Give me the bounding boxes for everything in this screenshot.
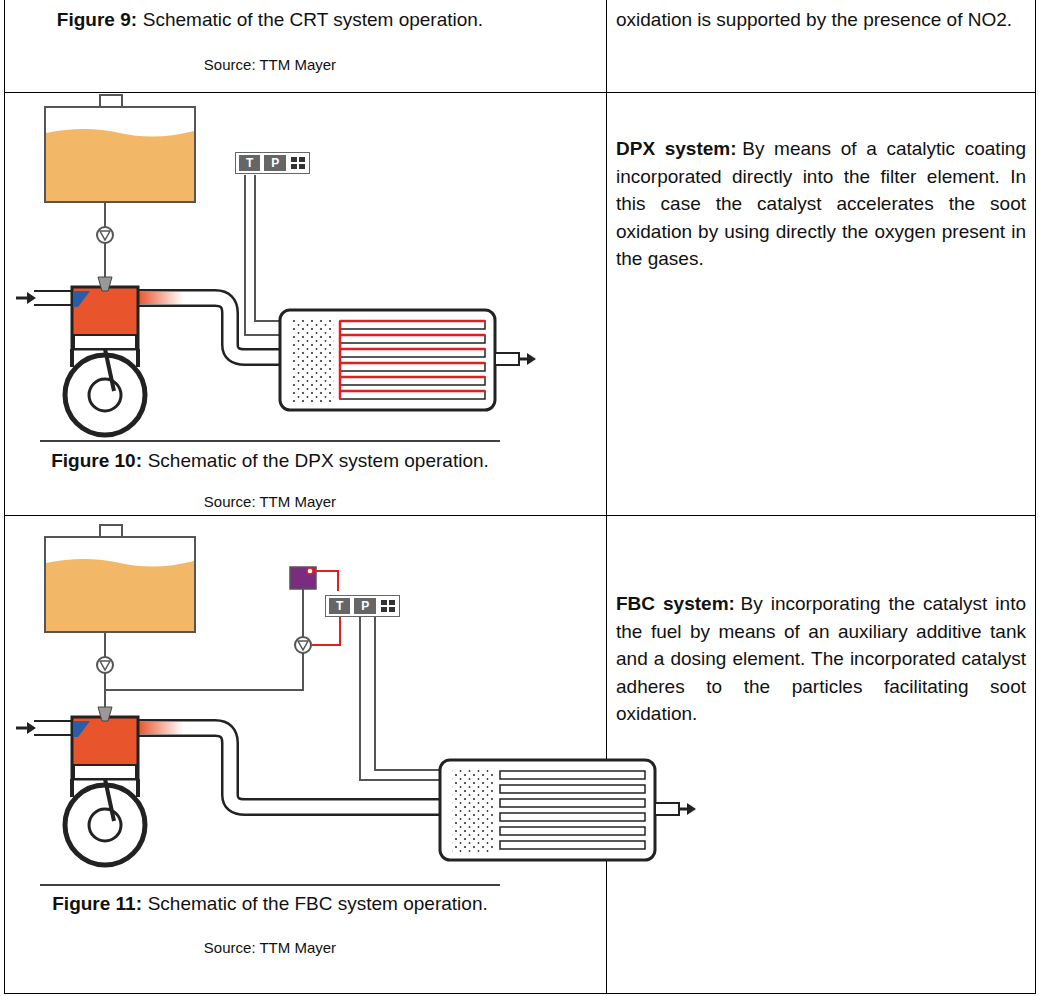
figure-caption: Source: TTM Mayer	[40, 54, 500, 76]
drawing-stroke	[4, 515, 1036, 516]
drawing-stroke	[1035, 0, 1036, 994]
drawing-stroke	[40, 884, 500, 886]
drawing-stroke	[106, 653, 303, 690]
drawing-stroke	[596, 803, 687, 809]
sensor-label: P	[354, 598, 376, 614]
grid-cell	[291, 164, 297, 169]
drawing-stroke	[255, 175, 280, 321]
drawing-stroke	[138, 298, 284, 357]
drawing-stroke	[687, 803, 696, 815]
fbc-illustration	[16, 525, 696, 885]
body-paragraph: FBC system:By incorporating the catalyst…	[616, 590, 1026, 728]
grid-cell	[389, 600, 395, 605]
drawing-stroke	[138, 728, 444, 807]
drawing-stroke	[16, 525, 195, 865]
drawing-stroke	[679, 808, 688, 811]
grid-cell	[299, 157, 305, 162]
grid-icon	[290, 156, 306, 170]
drawing-stroke	[452, 770, 494, 852]
bold-heading: Figure 10:	[51, 450, 142, 471]
drawing-stroke	[298, 641, 308, 650]
figure-caption: Figure 9: Schematic of the CRT system ope…	[40, 6, 500, 34]
body-paragraph: oxidation is supported by the presence o…	[616, 6, 1026, 34]
drawing-stroke	[360, 617, 440, 780]
drawing-stroke	[4, 92, 1036, 93]
drawing-stroke	[340, 321, 485, 399]
drawing-stroke	[339, 321, 342, 399]
text-run: Source: TTM Mayer	[204, 56, 336, 73]
drawing-stroke	[519, 358, 528, 361]
drawing-stroke	[4, 0, 5, 994]
drawing-stroke	[340, 390, 485, 393]
drawing-stroke	[295, 637, 311, 653]
bold-heading: Figure 9:	[57, 9, 137, 30]
bold-heading: FBC system:	[616, 593, 735, 614]
dpx-illustration	[16, 95, 536, 441]
figure-caption: Figure 10: Schematic of the DPX system op…	[40, 447, 500, 475]
grid-cell	[291, 157, 297, 162]
drawing-stroke	[655, 803, 679, 815]
bold-heading: Figure 11:	[52, 893, 142, 914]
sensor-label: T	[239, 155, 260, 171]
drawing-stroke	[340, 362, 485, 365]
drawing-stroke	[138, 722, 183, 734]
drawing-stroke	[340, 320, 485, 323]
drawing-stroke	[340, 348, 485, 351]
table-lines	[4, 0, 1036, 994]
drawing-stroke	[440, 760, 655, 860]
drawing-stroke	[311, 617, 340, 645]
figure-caption: Source: TTM Mayer	[40, 937, 500, 959]
drawing-stroke	[4, 993, 1036, 994]
grid-cell	[299, 164, 305, 169]
figure-caption: Source: TTM Mayer	[40, 491, 500, 513]
drawing-stroke	[138, 728, 442, 807]
drawing-stroke	[40, 440, 500, 442]
drawing-stroke	[340, 321, 485, 399]
text-run: Schematic of the DPX system operation.	[148, 450, 489, 471]
control-unit: TP	[235, 152, 310, 174]
text-run: Source: TTM Mayer	[204, 493, 336, 510]
grid-cell	[389, 607, 395, 612]
drawing-stroke	[340, 376, 485, 379]
text-run: oxidation is supported by the presence o…	[616, 9, 1012, 30]
text-run: Source: TTM Mayer	[204, 939, 336, 956]
drawing-stroke	[340, 334, 485, 337]
grid-cell	[381, 607, 387, 612]
drawing-stroke	[307, 568, 313, 574]
sensor-label: T	[329, 598, 350, 614]
drawing-stroke	[290, 567, 316, 589]
grid-icon	[380, 599, 396, 613]
drawing-stroke	[245, 175, 280, 335]
text-run: Schematic of the FBC system operation.	[148, 893, 488, 914]
drawing-stroke	[16, 95, 195, 435]
body-paragraph: DPX system:By means of a catalytic coati…	[616, 135, 1026, 273]
control-unit: TP	[325, 595, 400, 617]
drawing-stroke	[302, 589, 304, 637]
text-run: Schematic of the CRT system operation.	[143, 9, 483, 30]
drawing-stroke	[138, 298, 282, 357]
drawing-stroke	[280, 310, 495, 410]
drawing-stroke	[495, 353, 519, 365]
drawing-stroke	[527, 353, 536, 365]
drawing-stroke	[500, 771, 645, 849]
figure-caption: Figure 11: Schematic of the FBC system op…	[40, 890, 500, 918]
drawing-stroke	[138, 292, 183, 304]
drawing-stroke	[310, 571, 338, 591]
sensor-label: P	[264, 155, 286, 171]
bold-heading: DPX system:	[616, 138, 737, 159]
drawing-stroke	[292, 320, 334, 402]
drawing-stroke	[375, 617, 440, 770]
grid-cell	[381, 600, 387, 605]
